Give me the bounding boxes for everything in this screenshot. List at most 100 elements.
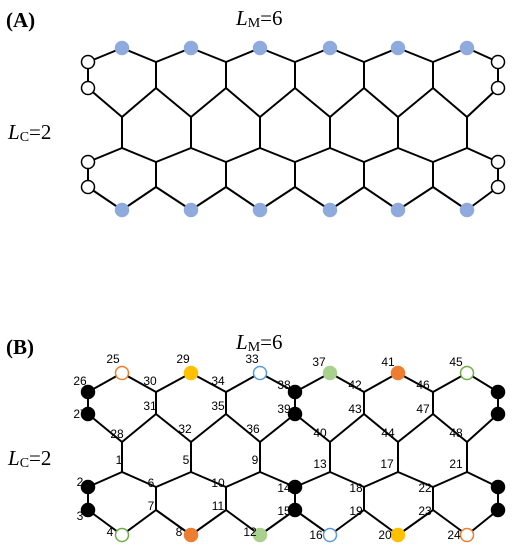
site-number-label: 2 [77, 475, 84, 489]
bond [155, 413, 192, 443]
site-number-label: 28 [110, 427, 124, 441]
edge-site-open [490, 54, 506, 70]
site-number-label: 46 [416, 378, 430, 392]
site-number-label: 5 [183, 453, 190, 467]
bond [121, 87, 157, 118]
bond [397, 147, 434, 163]
site-number-label: 8 [176, 525, 183, 539]
site-number-label: 43 [348, 402, 362, 416]
edge-site-blue [322, 40, 338, 56]
bond [190, 147, 227, 163]
bond [363, 471, 399, 488]
edge-site-blue [252, 202, 268, 218]
bond [329, 471, 365, 488]
panel-b-lc-label: LC=2 [8, 446, 52, 471]
bond [121, 147, 157, 163]
site-number-label: 22 [418, 481, 432, 495]
site-number-label: 3 [77, 509, 84, 523]
edge-site-colored [252, 365, 268, 381]
panel-a-lm-label: LM=6 [236, 6, 283, 31]
bond [363, 147, 399, 163]
edge-site-black [80, 502, 96, 518]
edge-site-black [490, 502, 506, 518]
edge-site-colored [114, 365, 130, 381]
site-number-label: 14 [277, 481, 291, 495]
bond [259, 147, 296, 163]
site-number-label: 29 [176, 352, 190, 366]
bond [190, 87, 227, 118]
edge-site-black [80, 384, 96, 400]
site-number-label: 23 [418, 504, 432, 518]
bond [225, 147, 261, 163]
bond [225, 471, 261, 488]
bond [329, 147, 365, 163]
edge-site-colored [252, 527, 268, 543]
bond [87, 413, 123, 443]
bond [190, 471, 227, 488]
site-number-label: 44 [381, 426, 395, 440]
edge-site-colored [183, 527, 199, 543]
site-number-label: 31 [143, 399, 157, 413]
site-number-label: 26 [73, 374, 87, 388]
edge-site-black [80, 479, 96, 495]
bond [329, 87, 365, 118]
site-number-label: 7 [148, 499, 155, 513]
bond [155, 471, 192, 488]
edge-site-blue [390, 40, 406, 56]
site-number-label: 11 [212, 499, 225, 513]
site-number-label: 36 [246, 422, 260, 436]
site-number-label: 37 [312, 355, 326, 369]
bond [225, 413, 261, 443]
edge-site-open [80, 54, 96, 70]
edge-site-colored [459, 365, 475, 381]
site-number-label: 30 [143, 374, 157, 388]
bond [432, 471, 468, 488]
site-number-label: 19 [349, 504, 363, 518]
site-number-label: 17 [380, 457, 394, 471]
site-number-label: 45 [449, 355, 463, 369]
edge-site-colored [390, 527, 406, 543]
site-number-label: 38 [277, 378, 291, 392]
site-number-label: 13 [313, 457, 327, 471]
edge-site-black [287, 502, 303, 518]
site-number-label: 33 [245, 352, 259, 366]
bond [87, 87, 123, 118]
site-number-label: 4 [107, 525, 114, 539]
edge-site-colored [322, 527, 338, 543]
site-number-label: 27 [73, 407, 87, 421]
site-number-label: 35 [211, 399, 225, 413]
edge-site-black [287, 479, 303, 495]
panel-a-lc-label: LC=2 [8, 120, 52, 145]
edge-site-blue [459, 40, 475, 56]
edge-site-open [80, 80, 96, 96]
bond [121, 471, 157, 488]
bond [397, 87, 434, 118]
site-number-label: 9 [252, 453, 259, 467]
bond [121, 413, 157, 443]
edge-site-blue [390, 202, 406, 218]
bond [397, 471, 434, 488]
site-number-label: 6 [148, 476, 155, 490]
edge-site-blue [183, 40, 199, 56]
bond [259, 413, 296, 443]
site-number-label: 1 [116, 453, 123, 467]
edge-site-colored [183, 365, 199, 381]
bond [294, 413, 331, 443]
edge-site-open [490, 80, 506, 96]
site-number-label: 20 [378, 528, 392, 542]
site-number-label: 41 [381, 355, 395, 369]
edge-site-blue [114, 40, 130, 56]
edge-site-blue [459, 202, 475, 218]
edge-site-open [490, 179, 506, 195]
edge-site-black [287, 406, 303, 422]
bond [363, 87, 399, 118]
site-number-label: 47 [416, 402, 430, 416]
bond [259, 87, 296, 118]
site-number-label: 15 [277, 504, 291, 518]
edge-site-open [490, 154, 506, 170]
bond [294, 147, 331, 163]
edge-site-blue [252, 40, 268, 56]
bond [363, 413, 399, 443]
